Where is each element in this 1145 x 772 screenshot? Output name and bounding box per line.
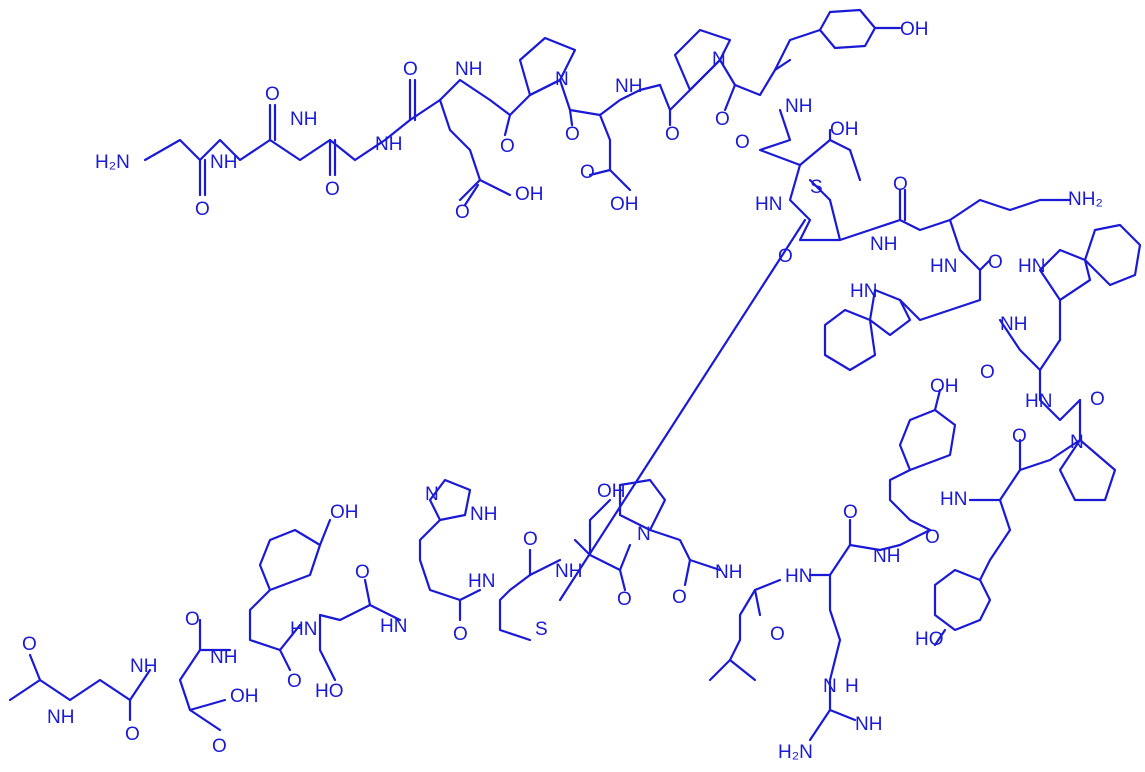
nh2-lys-label: NH₂ (1068, 189, 1103, 210)
nh-label: NH (210, 647, 237, 668)
o-label: O (672, 587, 687, 608)
nh-label: NH (555, 561, 582, 582)
o-label: O (980, 362, 995, 383)
hn-label: HN (380, 616, 407, 637)
hn-label: HN (940, 489, 967, 510)
o-label: O (195, 199, 210, 220)
n-label: N (1070, 432, 1084, 453)
o-label: O (1012, 426, 1027, 447)
o-label: O (403, 59, 418, 80)
oh-label: OH (330, 502, 359, 523)
o-label: O (287, 671, 302, 692)
oh-label: OH (930, 376, 959, 397)
nh-label: NH (785, 96, 812, 117)
nh-label: NH (615, 76, 642, 97)
nh-label: NH (715, 562, 742, 583)
nh-label: NH (455, 59, 482, 80)
o-label: O (778, 246, 793, 267)
atom-labels: H₂N O NH O NH O NH O NH O OH O N O NH O … (22, 19, 1105, 763)
o-label: O (665, 124, 680, 145)
h-label: H (845, 676, 859, 697)
nh-label: NH (855, 714, 882, 735)
oh-label: OH (597, 481, 626, 502)
o-label: O (455, 202, 470, 223)
n-label: N (555, 69, 569, 90)
ho-label: HO (315, 681, 344, 702)
backbone-bonds (8, 8, 1142, 742)
oh-label: OH (900, 19, 929, 40)
oh-label: OH (515, 184, 544, 205)
o-label: O (988, 252, 1003, 273)
nh-label: NH (47, 707, 74, 728)
nh-label: NH (873, 546, 900, 567)
o-label: O (212, 736, 227, 757)
oh-label: OH (230, 686, 259, 707)
h2n-arg-label: H₂N (778, 742, 813, 763)
n-label: N (637, 524, 651, 545)
s-label: S (810, 177, 823, 198)
o-label: O (893, 174, 908, 195)
n-label: N (823, 676, 837, 697)
nh-label: NH (290, 109, 317, 130)
nh-label: NH (210, 152, 237, 173)
nh-label: NH (130, 656, 157, 677)
o-label: O (523, 529, 538, 550)
hn-label: HN (468, 571, 495, 592)
nh-label: NH (470, 504, 497, 525)
h2n-terminal-label: H₂N (95, 152, 130, 173)
nh-label: NH (870, 234, 897, 255)
hn-label: HN (1025, 391, 1052, 412)
oh-label: OH (830, 119, 859, 140)
o-label: O (925, 527, 940, 548)
hn-label: HN (755, 194, 782, 215)
o-label: O (453, 624, 468, 645)
o-label: O (735, 132, 750, 153)
o-label: O (265, 84, 280, 105)
o-label: O (617, 589, 632, 610)
s-label: S (535, 619, 548, 640)
o-label: O (565, 124, 580, 145)
ho-label: HO (915, 629, 944, 650)
nh-label: NH (1000, 314, 1027, 335)
hn-indole-label: HN (1018, 256, 1045, 277)
n-ring-label: N (425, 484, 439, 505)
o-label: O (185, 609, 200, 630)
o-label: O (125, 724, 140, 745)
hn-label: HN (290, 619, 317, 640)
oh-label: OH (610, 194, 639, 215)
o-label: O (770, 624, 785, 645)
hn-label: HN (930, 256, 957, 277)
o-label: O (715, 109, 730, 130)
hn-label: HN (785, 566, 812, 587)
o-label: O (843, 502, 858, 523)
o-label: O (22, 634, 37, 655)
o-label: O (500, 136, 515, 157)
o-label: O (580, 162, 595, 183)
o-label: O (325, 179, 340, 200)
n-label: N (712, 49, 726, 70)
o-label: O (355, 562, 370, 583)
o-label: O (1090, 389, 1105, 410)
hn-indole-label: HN (850, 281, 877, 302)
nh-label: NH (375, 134, 402, 155)
